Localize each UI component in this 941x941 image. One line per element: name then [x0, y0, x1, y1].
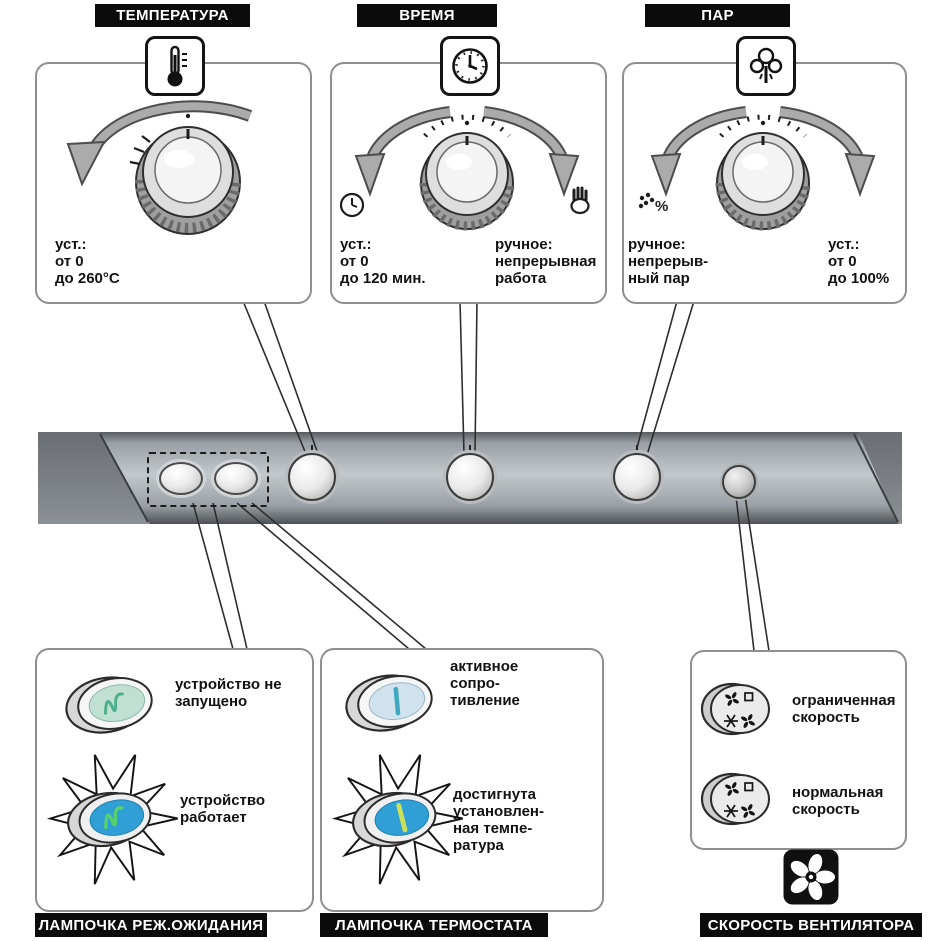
steam-range-label: уст.: от 0 до 100%	[828, 236, 890, 288]
standby-light	[159, 462, 203, 495]
thermostat-light	[214, 462, 258, 495]
fan-normal-button	[700, 772, 770, 826]
time-header-bar: ВРЕМЯ	[357, 4, 497, 27]
thermostat-on-label: достигнута установлен- ная темпе- ратура	[453, 786, 544, 855]
steam-manual-label: ручное: непрерыв- ный пар	[628, 236, 709, 288]
thermostat-lamp-off	[345, 674, 433, 732]
fan-limited-label: ограниченная скорость	[792, 692, 896, 727]
standby-off-label: устройство не запущено	[175, 676, 282, 711]
fan-speed-button	[722, 465, 756, 499]
time-range-label: уст.: от 0 до 120 мин.	[340, 236, 426, 288]
steam-icon	[736, 36, 796, 96]
fan-title-bar: СКОРОСТЬ ВЕНТИЛЯТОРА	[700, 913, 922, 937]
temperature-header-bar: ТЕМПЕРАТУРА	[95, 4, 250, 27]
temperature-range-label: уст.: от 0 до 260°C	[55, 236, 120, 288]
steam-knob	[613, 453, 661, 501]
thermometer-icon	[145, 36, 205, 96]
standby-on-label: устройство работает	[180, 792, 266, 827]
fan-normal-label: нормальная скорость	[792, 784, 884, 819]
standby-lamp-on	[46, 754, 178, 885]
temperature-knob-illustration	[66, 100, 253, 235]
svg-text:%: %	[655, 198, 668, 215]
clock-small-icon	[339, 192, 365, 218]
thermostat-title-bar: ЛАМПОЧКА ТЕРМОСТАТА	[320, 913, 548, 937]
time-knob	[446, 453, 494, 501]
time-manual-label: ручное: непрерывная работа	[495, 236, 597, 288]
fan-icon	[783, 849, 839, 905]
temperature-knob	[288, 453, 336, 501]
steam-header-bar: ПАР	[645, 4, 790, 27]
standby-title-bar: ЛАМПОЧКА РЕЖ.ОЖИДАНИЯ	[35, 913, 267, 937]
time-knob-illustration	[339, 106, 590, 231]
droplets-icon: %	[638, 192, 668, 215]
hand-icon	[570, 186, 590, 215]
standby-lamp-off	[65, 676, 153, 734]
fan-limited-button	[700, 682, 770, 736]
thermostat-off-label: активное сопро- тивление	[450, 658, 520, 710]
thermostat-lamp-on	[331, 754, 463, 885]
steam-knob-illustration: %	[638, 106, 876, 231]
clock-icon	[440, 36, 500, 96]
